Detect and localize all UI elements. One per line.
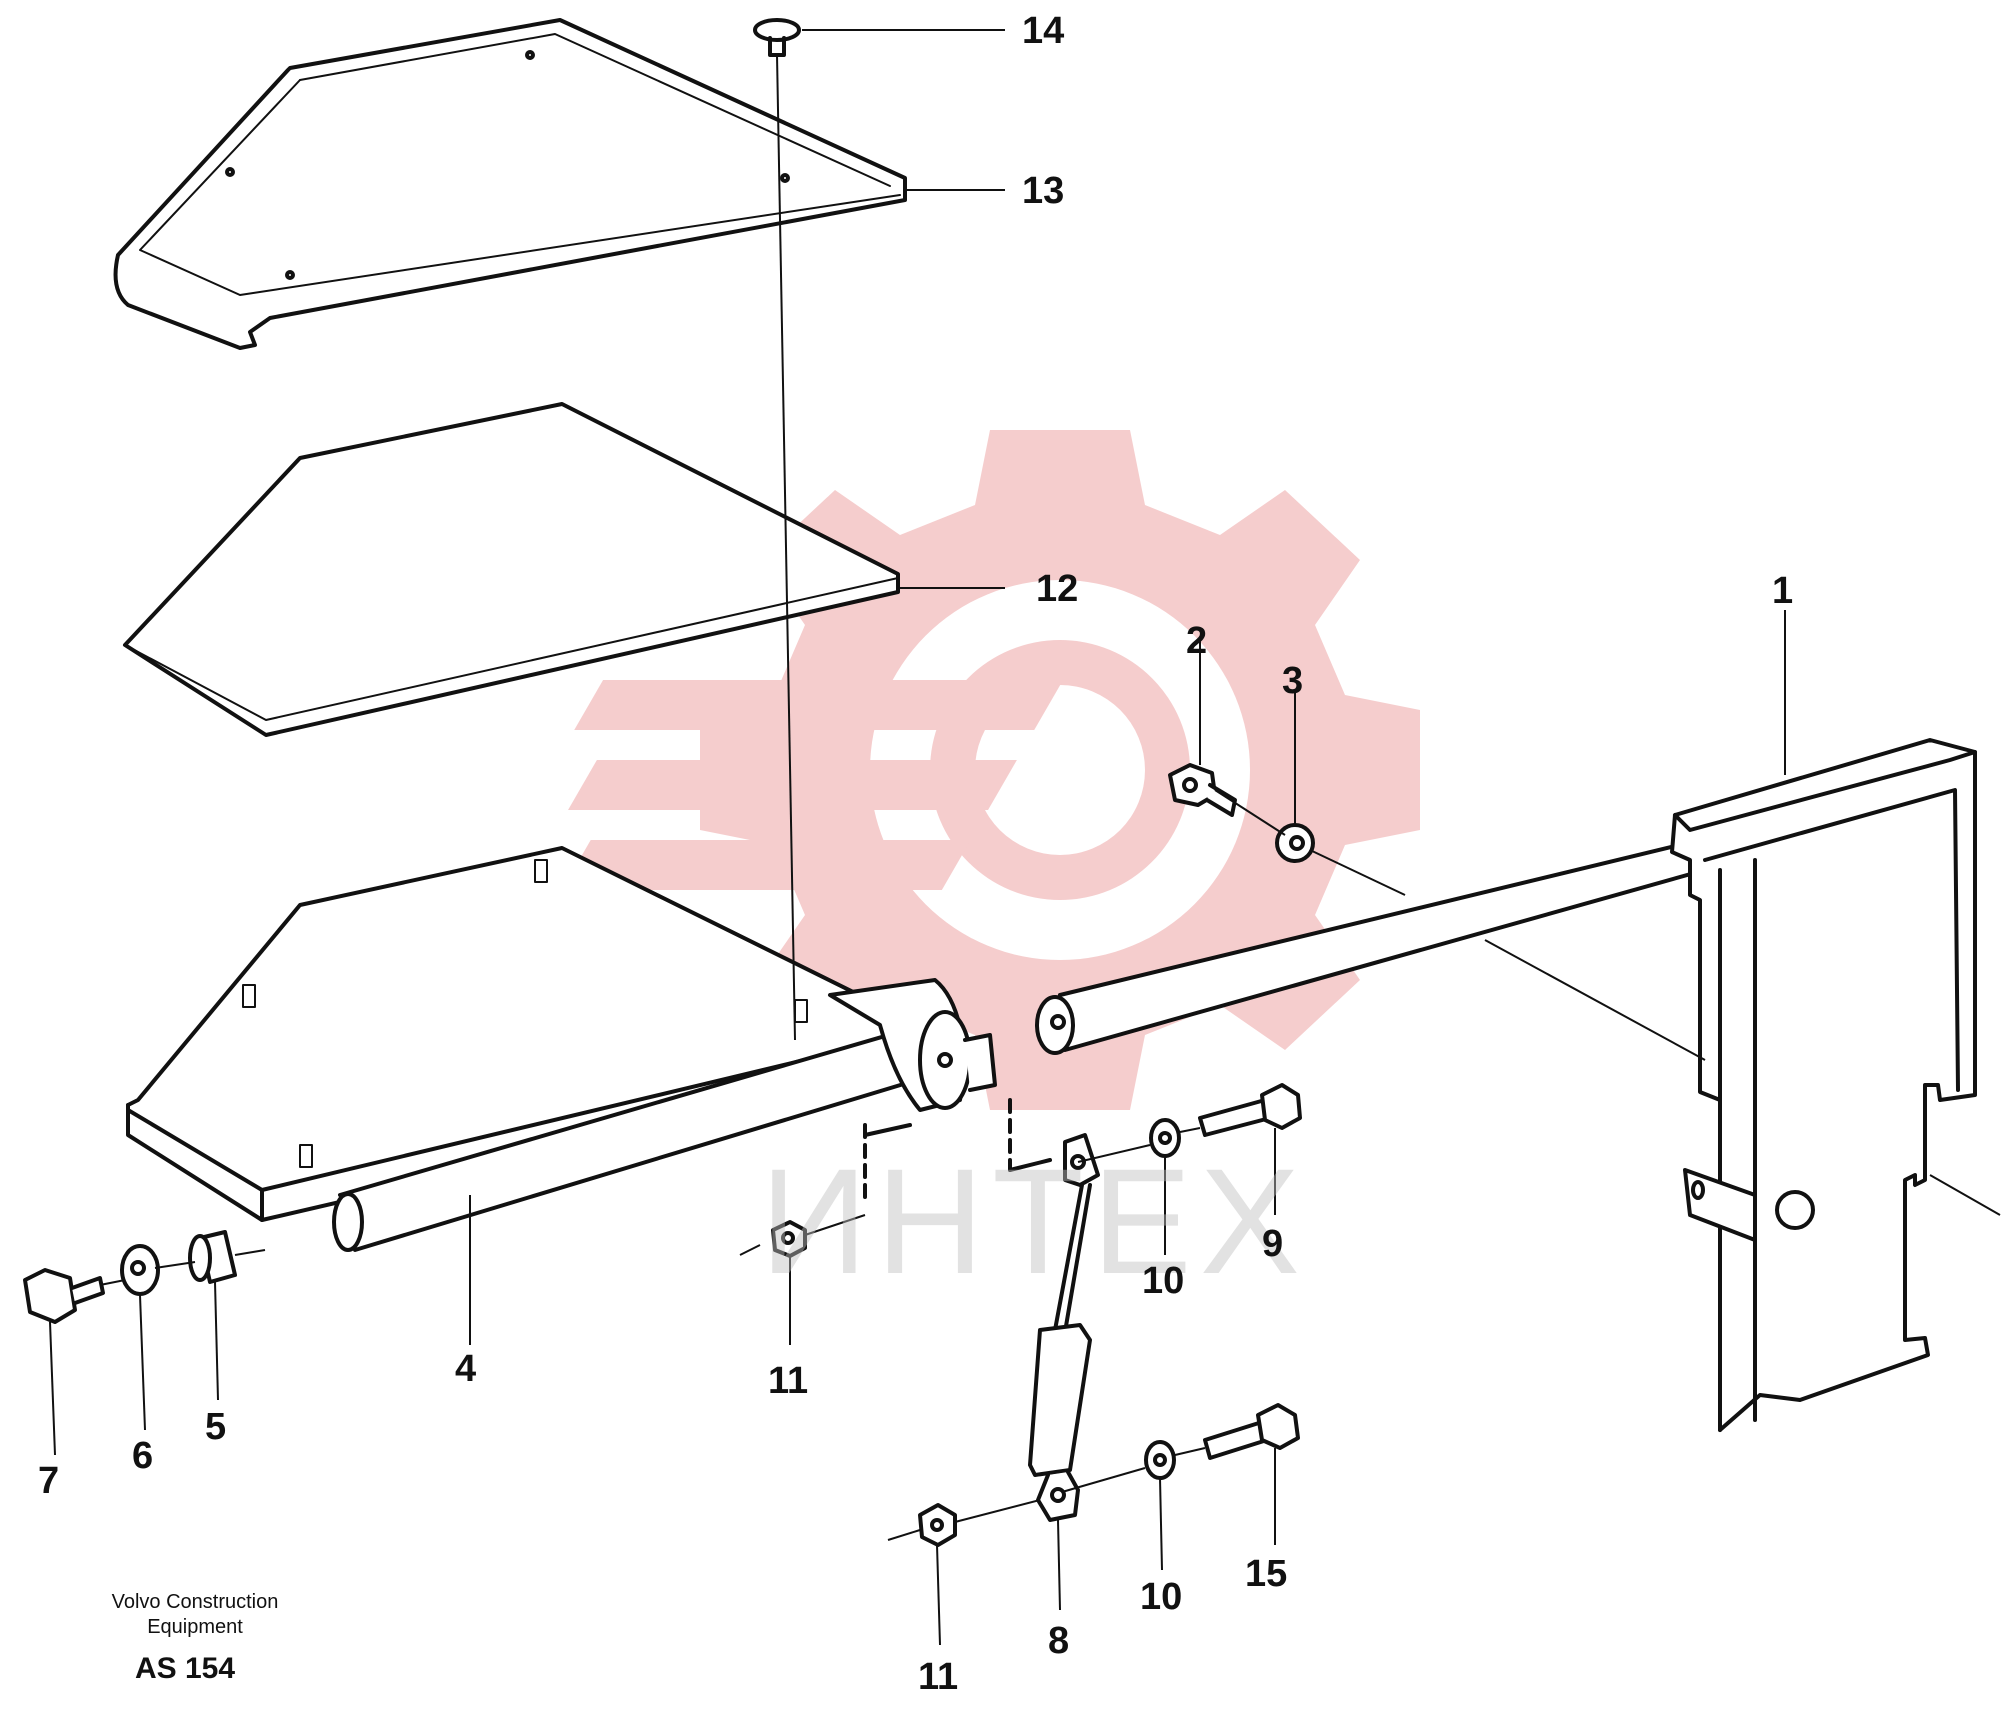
part-2-bolt <box>1168 763 1237 817</box>
part-6-washer <box>120 1244 160 1296</box>
part-7-bolt <box>23 1268 105 1324</box>
callout-5: 5 <box>205 1406 227 1448</box>
callout-1: 1 <box>1772 570 1794 612</box>
part-9-bolt <box>1198 1083 1302 1137</box>
part-11-nut-upper <box>771 1220 807 1258</box>
watermark-text: ИНТЕХ <box>760 1137 1308 1305</box>
part-12-middle-plate <box>123 402 900 737</box>
callout-13: 13 <box>1022 170 1065 212</box>
part-5-bushing <box>188 1230 237 1284</box>
callout-9: 9 <box>1262 1223 1284 1265</box>
callout-4: 4 <box>455 1348 477 1390</box>
callout-11-lower: 11 <box>918 1656 959 1698</box>
callout-7: 7 <box>38 1460 60 1502</box>
callout-3: 3 <box>1282 660 1304 702</box>
part-10-washer-lower <box>1144 1440 1176 1480</box>
manufacturer-line-2: Equipment <box>147 1616 243 1638</box>
part-4-lower-plate <box>126 846 1052 1252</box>
callout-10-upper: 10 <box>1142 1260 1185 1302</box>
manufacturer-line-1: Volvo Construction <box>111 1591 279 1613</box>
callout-12: 12 <box>1036 568 1079 610</box>
callout-11-upper: 11 <box>768 1360 809 1402</box>
manufacturer-caption: Volvo Construction Equipment <box>60 1590 330 1640</box>
watermark-gear-icon <box>561 430 1420 1110</box>
callout-15: 15 <box>1245 1553 1288 1595</box>
part-11-nut-lower <box>918 1503 957 1547</box>
callout-8: 8 <box>1048 1620 1070 1662</box>
callout-6: 6 <box>132 1435 154 1477</box>
part-3-washer <box>1275 823 1315 863</box>
callout-2: 2 <box>1186 620 1208 662</box>
diagram-code: AS 154 <box>134 1652 236 1685</box>
part-13-top-plate <box>113 18 907 350</box>
leader-lines <box>49 29 2001 1646</box>
callout-10-lower: 10 <box>1140 1576 1183 1618</box>
part-15-bolt <box>1203 1403 1300 1460</box>
part-1-frame-with-rod <box>1035 738 1977 1432</box>
part-14-plug <box>753 18 801 57</box>
part-8-gas-spring <box>1028 1133 1100 1522</box>
callout-14: 14 <box>1022 10 1065 52</box>
